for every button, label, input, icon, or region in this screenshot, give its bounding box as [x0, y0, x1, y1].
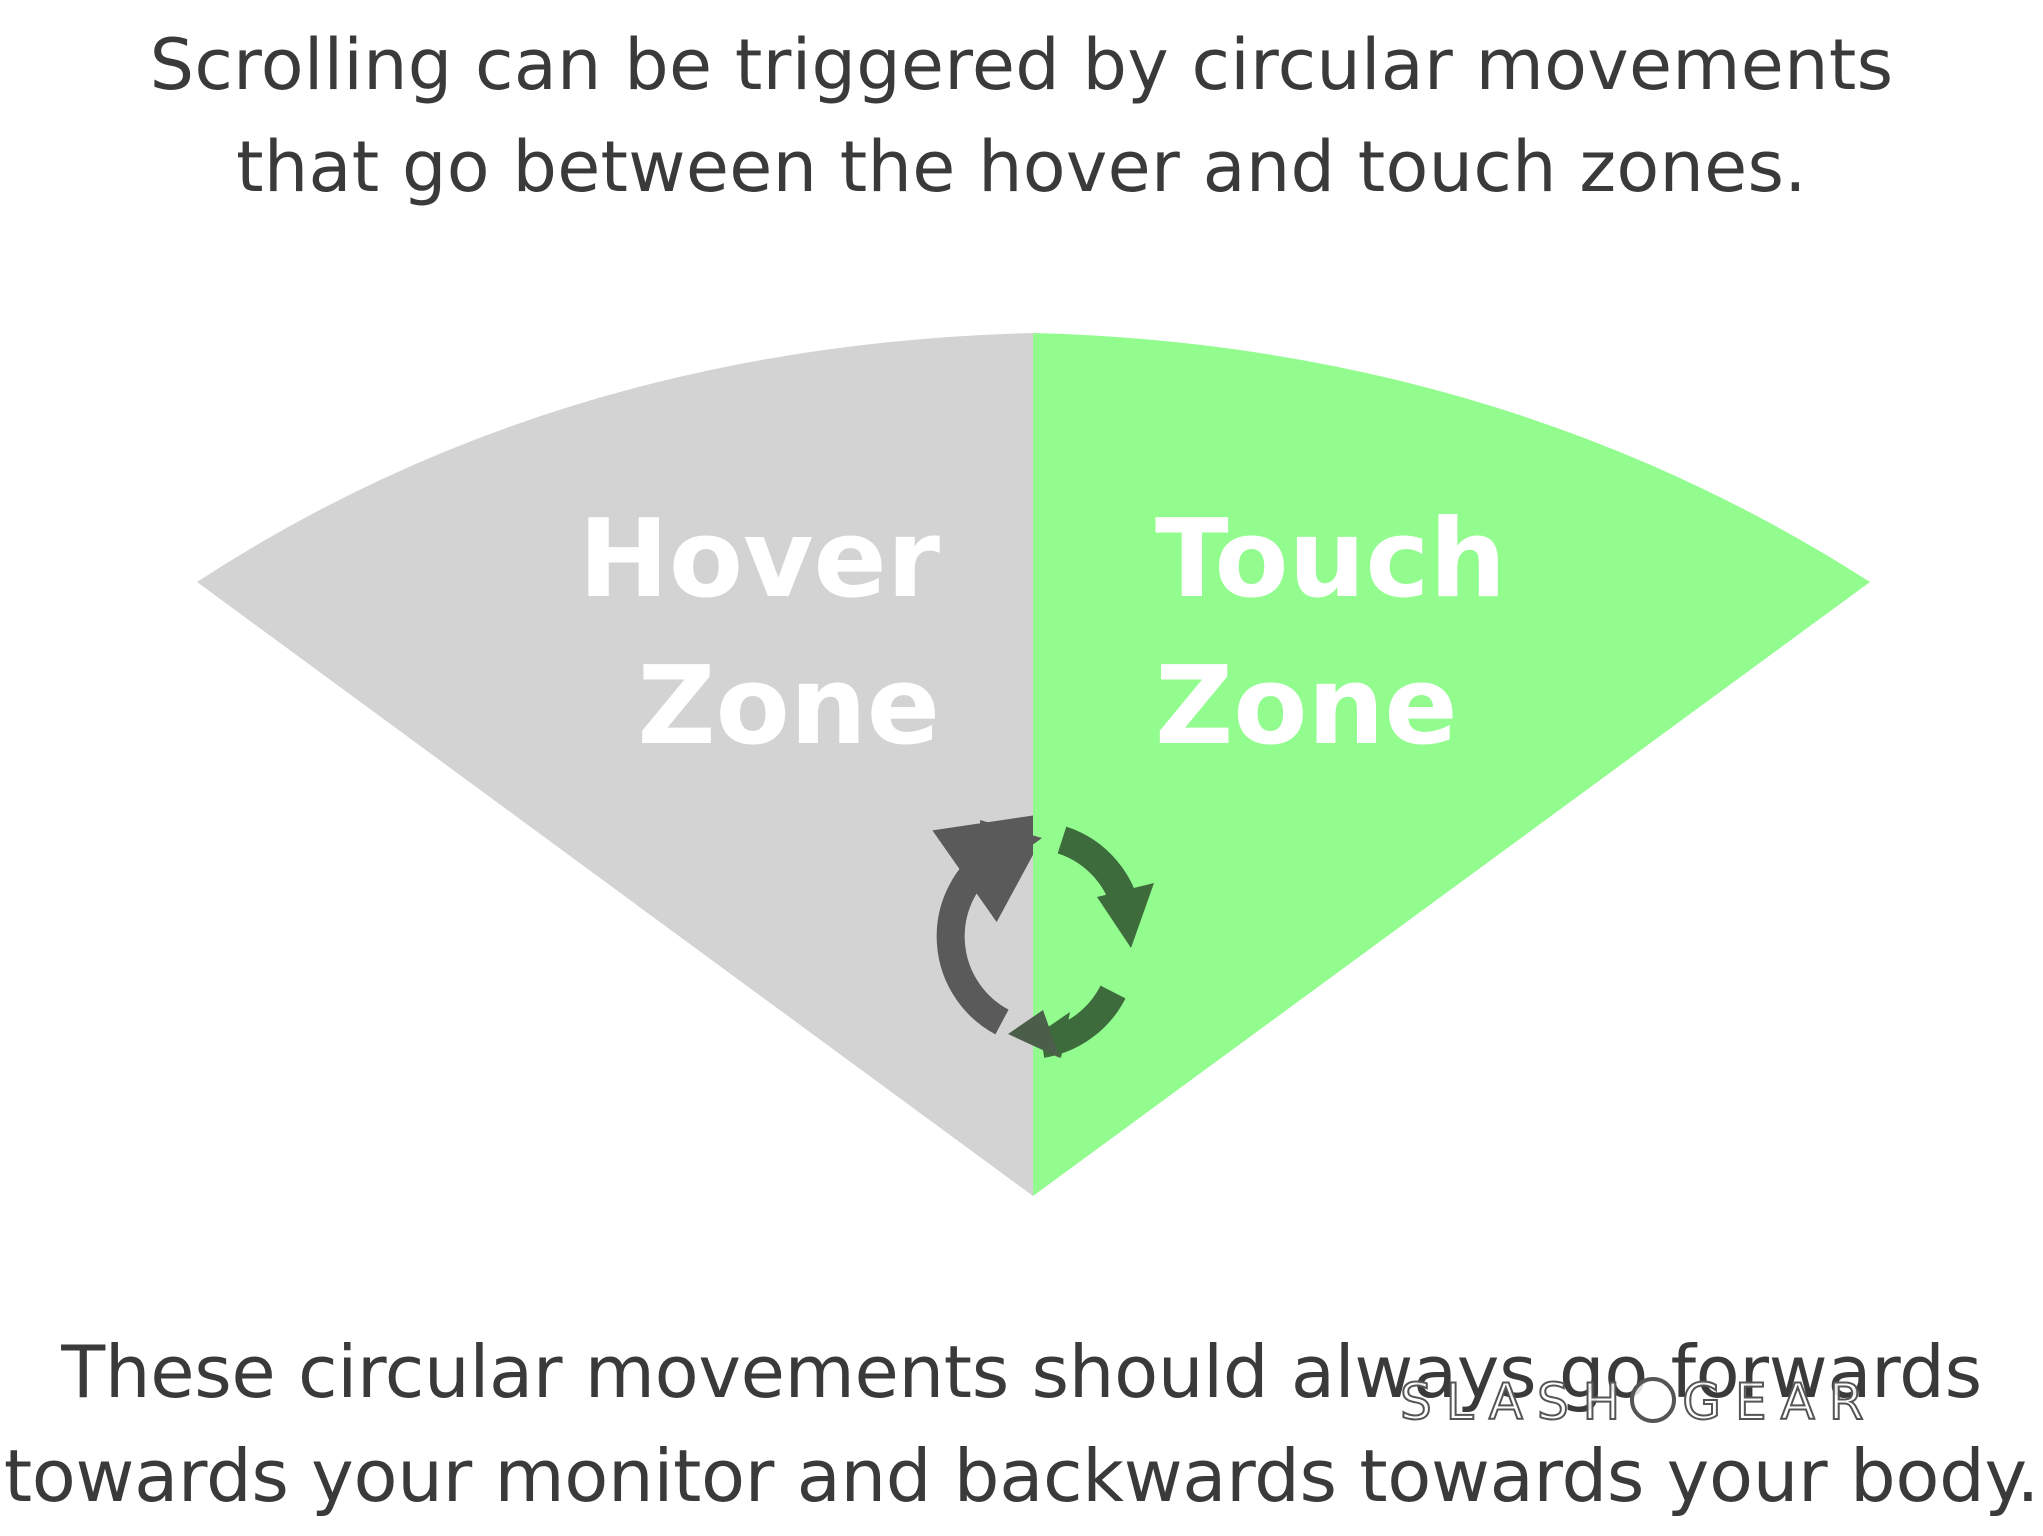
- hover-zone-label-line-1: Hover: [579, 497, 941, 622]
- touch-zone-label-line-1: Touch: [1155, 497, 1506, 622]
- watermark-right: GEAR: [1681, 1372, 1878, 1432]
- footer-line-2: towards your monitor and backwards towar…: [3, 1434, 2040, 1518]
- header-line-1: Scrolling can be triggered by circular m…: [149, 24, 1894, 106]
- header-line-2: that go between the hover and touch zone…: [236, 126, 1807, 208]
- hover-zone-label-line-2: Zone: [637, 644, 940, 769]
- touch-zone-label-line-2: Zone: [1155, 644, 1458, 769]
- header-caption: Scrolling can be triggered by circular m…: [0, 14, 2043, 218]
- cycle-arrows-hover-side: [932, 811, 1033, 1035]
- touch-zone: [1033, 333, 1870, 1196]
- hover-zone: [197, 333, 1033, 1196]
- arrowhead-bottom-hover: [1008, 1010, 1060, 1058]
- arrowhead-top: [980, 820, 1042, 880]
- arrowhead-right: [1097, 883, 1154, 948]
- circular-arrows-icon: [932, 811, 1154, 1058]
- arrowhead-bottom-touch: [1038, 1012, 1070, 1058]
- gear-logo-icon: [1630, 1377, 1677, 1423]
- slashgear-watermark: SLASH GEAR: [1399, 1372, 1878, 1432]
- footer-caption: These circular movements should always g…: [0, 1320, 2043, 1528]
- watermark-left: SLASH: [1399, 1372, 1635, 1432]
